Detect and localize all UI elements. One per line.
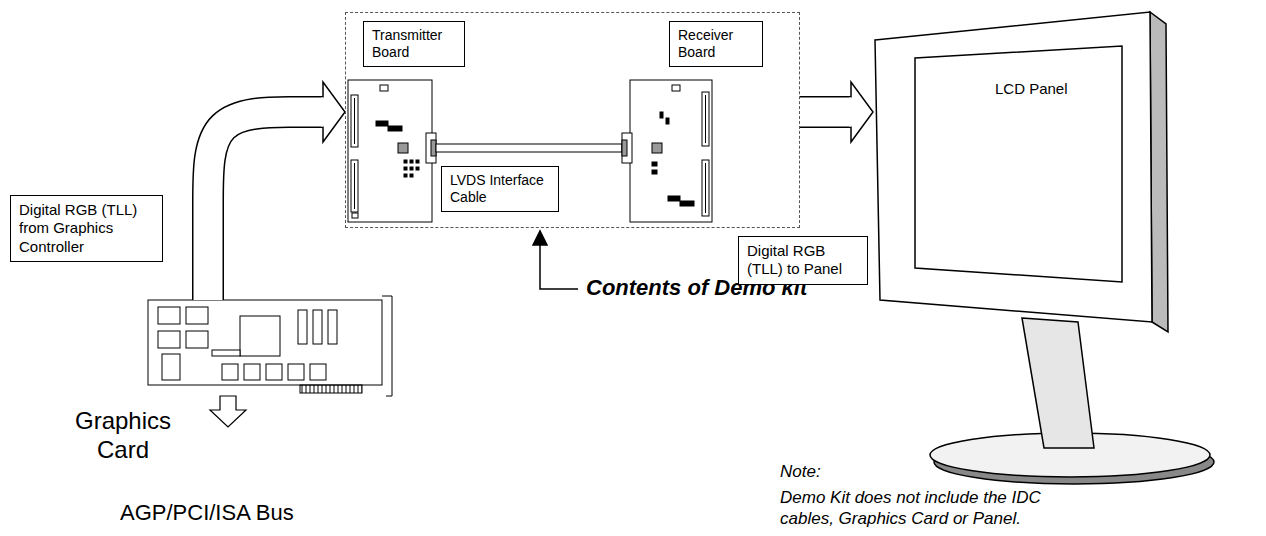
graphics-card-illustration-part — [310, 364, 326, 380]
cable-label-box: LVDS Interface Cable — [441, 166, 559, 212]
receiver-board-illustration — [622, 80, 712, 222]
lvds-cable-illustration — [436, 144, 622, 152]
graphics-card-illustration-part — [240, 316, 280, 356]
graphics-card-illustration-part — [328, 310, 337, 344]
lcd-panel: LCD Panel — [873, 10, 1153, 322]
transmitter-board-illustration-part — [410, 174, 413, 177]
signal-label-box: Digital RGB (TLL) to Panel — [738, 236, 868, 285]
graphics-card-illustration-part — [186, 307, 208, 324]
node-text: Transmitter Board — [372, 27, 456, 61]
transmitter-board-illustration-part — [398, 143, 408, 153]
transmitter-board-illustration-part — [416, 160, 419, 163]
receiver-board-illustration-part — [702, 92, 709, 146]
transmitter-board-illustration-part — [431, 140, 436, 156]
arrow-fill — [321, 98, 326, 127]
transmitter-board-illustration-part — [354, 98, 355, 144]
caption-pointer-part — [533, 231, 547, 245]
caption-pointer — [533, 231, 578, 289]
note-text: Demo Kit does not include the IDC cables… — [780, 488, 1080, 529]
receiver-board-illustration-part — [702, 160, 709, 216]
transmitter-board-illustration-part — [380, 85, 388, 91]
graphics-card-illustration — [148, 296, 392, 396]
transmitter-board-illustration-part — [352, 213, 358, 218]
transmitter-board-illustration-part — [404, 160, 407, 163]
lcd-monitor-illustration-part — [1150, 12, 1168, 332]
arrow-head — [851, 82, 873, 142]
receiver-board-illustration-part — [666, 118, 669, 124]
graphics-card-illustration-part — [313, 310, 322, 344]
transmitter-board-illustration-part — [348, 80, 432, 222]
graphics-card-illustration-part — [186, 331, 208, 348]
receiver-board-illustration-part — [660, 112, 663, 118]
lcd-monitor-illustration-part — [1022, 318, 1094, 448]
receiver-board-illustration-part — [705, 163, 706, 213]
graphics-card-illustration-part — [158, 307, 180, 324]
graphics-card-illustration-part — [158, 331, 180, 348]
receiver-board-illustration-part — [668, 196, 680, 201]
demo-kit-outline: Contents of Demo kitTransmitter BoardRec… — [345, 12, 800, 228]
board-label-box: Transmitter Board — [363, 21, 465, 67]
transmitter-board-illustration-part — [354, 163, 355, 209]
arrow-head — [323, 82, 345, 142]
signal-label-box: Digital RGB (TLL) from Graphics Controll… — [10, 195, 163, 262]
receiver-board-illustration-part — [630, 80, 712, 222]
lcd-monitor-illustration-part — [915, 46, 1122, 282]
graphics-card-illustration-part — [162, 354, 180, 380]
graphics-card-illustration-part — [244, 364, 260, 380]
arrow-fill — [849, 98, 854, 127]
bus-label: AGP/PCI/ISA Bus — [120, 500, 294, 527]
graphics-card-illustration-part — [382, 296, 392, 396]
transmitter-board-illustration-part — [410, 160, 413, 163]
arrow-outline — [208, 112, 323, 300]
receiver-board-illustration-part — [652, 170, 657, 174]
transmitter-board-illustration — [348, 80, 436, 222]
board-label-box: Receiver Board — [669, 21, 763, 67]
transmitter-board-illustration-part — [404, 167, 407, 170]
transmitter-board-illustration-part — [426, 133, 436, 163]
graphics-card-illustration-part — [148, 300, 382, 385]
node-caption: LCD Panel — [995, 80, 1068, 98]
note-heading: Note: — [780, 462, 821, 483]
graphics-card-illustration-part — [222, 364, 238, 380]
graphics-card: Graphics Card — [148, 300, 395, 392]
transmitter-board-illustration-part — [351, 160, 358, 212]
node-caption: Graphics Card — [58, 406, 188, 465]
receiver-board-illustration-part — [680, 201, 694, 206]
node-text: Receiver Board — [678, 27, 754, 61]
transmitter-board-illustration-part — [416, 167, 419, 170]
transmitter-board-illustration-part — [376, 121, 388, 126]
receiver-board-illustration-part — [622, 133, 632, 163]
transmitter-board-illustration-part — [351, 95, 358, 147]
arrow-fill — [208, 112, 323, 300]
graphics-card-illustration-part — [288, 364, 304, 380]
bus-arrow — [210, 396, 246, 427]
receiver-board-illustration-part — [672, 85, 680, 91]
receiver-board-illustration-part — [652, 143, 662, 153]
graphics-card-illustration-part — [266, 364, 282, 380]
graphics-card-illustration-part — [298, 310, 307, 344]
lvds-cable-illustration-part — [436, 144, 622, 152]
graphics-card-illustration-part — [212, 350, 240, 356]
lcd-monitor-illustration — [875, 12, 1214, 484]
node-text: Digital RGB (TLL) from Graphics Controll… — [19, 201, 154, 256]
hollow-arrow — [208, 82, 345, 300]
receiver-board-illustration-part — [622, 140, 627, 156]
lcd-monitor-illustration-part — [875, 12, 1152, 322]
transmitter-board-illustration-part — [388, 126, 402, 131]
node-text: Digital RGB (TLL) to Panel — [747, 242, 859, 279]
receiver-board-illustration-part — [705, 95, 706, 143]
transmitter-board-illustration-part — [410, 167, 413, 170]
transmitter-board-illustration-part — [404, 174, 407, 177]
graphics-card-illustration-part — [300, 385, 362, 393]
receiver-board-illustration-part — [652, 162, 657, 166]
caption-pointer-part — [540, 244, 578, 289]
bus-arrow-part — [210, 396, 246, 427]
arrow-fill — [800, 98, 851, 127]
hollow-arrow — [800, 82, 873, 142]
node-text: LVDS Interface Cable — [450, 172, 550, 206]
arrow-outline — [800, 96, 851, 128]
